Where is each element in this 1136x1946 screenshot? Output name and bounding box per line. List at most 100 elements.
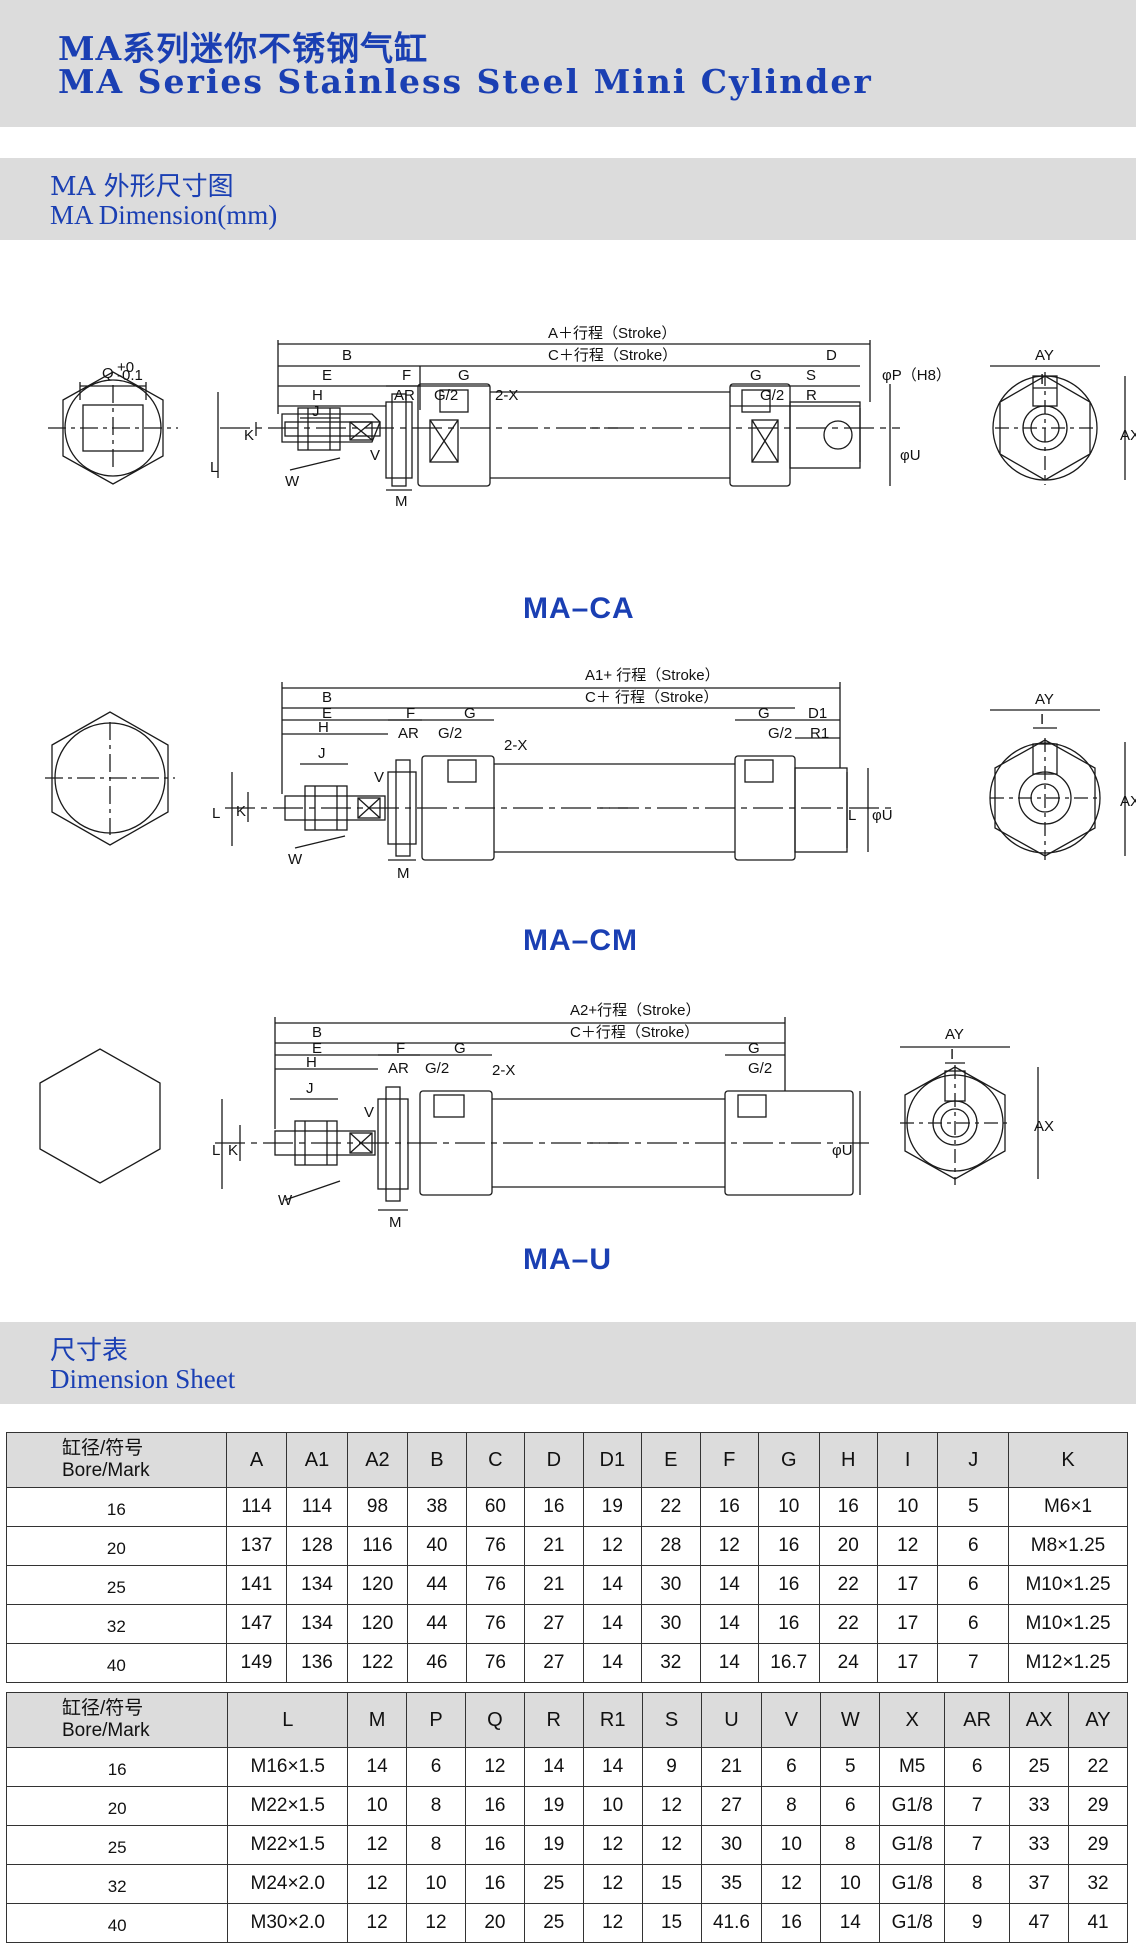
title-band (0, 0, 1136, 127)
cm-label-v: V (374, 769, 384, 786)
table-cell: M10×1.25 (1008, 1565, 1128, 1605)
u-label-k: K (228, 1142, 238, 1159)
column-header: A1 (286, 1432, 348, 1488)
u-label-e: E (312, 1040, 322, 1057)
cm-label-d1: D1 (808, 705, 827, 722)
table-cell: 27 (700, 1786, 763, 1826)
ca-rod-nut (297, 407, 341, 451)
table-cell: 16.7 (758, 1643, 820, 1683)
ca-clevis (789, 401, 861, 469)
table-cell: 8 (944, 1864, 1011, 1904)
table-cell: G1/8 (879, 1825, 946, 1865)
table-cell: G1/8 (879, 1903, 946, 1943)
cm-label-ax: AX (1120, 793, 1136, 810)
table-cell: 9 (641, 1747, 702, 1787)
table-cell: 17 (876, 1565, 939, 1605)
ca-label-l: L (210, 459, 218, 476)
drawing-ma-ca: A＋行程（Stroke） C＋行程（Stroke） B D E F G G S … (48, 325, 1136, 510)
table-cell: 120 (346, 1565, 409, 1605)
bore-cell: 40 (6, 1643, 227, 1683)
table-cell: 6 (937, 1565, 1010, 1605)
column-header: K (1008, 1432, 1128, 1488)
table-cell: 16 (758, 1526, 820, 1566)
table-cell: 27 (524, 1604, 584, 1644)
table-cell: M30×2.0 (227, 1903, 349, 1943)
table-cell: 8 (406, 1825, 466, 1865)
column-header: G (758, 1432, 820, 1488)
bore-cell: 25 (5, 1825, 229, 1865)
table-cell: 6 (937, 1526, 1010, 1566)
column-header: Q (464, 1692, 525, 1748)
table-cell: 19 (582, 1487, 643, 1527)
drawing-ma-u: A2+行程（Stroke） C＋行程（Stroke） B E H F G G A… (39, 1002, 1054, 1231)
table-cell: 137 (225, 1526, 288, 1566)
table-cell: 24 (818, 1643, 878, 1683)
cm-label-r1: R1 (810, 725, 829, 742)
table-cell: 47 (1009, 1903, 1070, 1943)
column-header: AY (1068, 1692, 1128, 1748)
u-label-a2: A2+行程（Stroke） (570, 1002, 700, 1019)
ca-label-f: F (402, 367, 411, 384)
cm-label-i: I (1040, 711, 1044, 728)
u-label-f: F (396, 1040, 405, 1057)
table-cell: G1/8 (879, 1864, 946, 1904)
table-cell: 33 (1009, 1825, 1070, 1865)
table-cell: 14 (699, 1604, 760, 1644)
u-label-g-half-rear: G/2 (748, 1060, 772, 1077)
table-cell: 76 (465, 1604, 526, 1644)
table-cell: 22 (641, 1487, 701, 1527)
table-cell: 30 (700, 1825, 763, 1865)
u-label-w: W (278, 1192, 293, 1209)
table-cell: 9 (944, 1903, 1011, 1943)
u-label-c: C＋行程（Stroke） (570, 1024, 699, 1041)
column-header: D (524, 1432, 584, 1488)
ca-mount-nut (385, 401, 413, 479)
table-cell: 19 (523, 1825, 584, 1865)
ca-front-cover (417, 383, 491, 487)
table-cell: 16 (761, 1903, 822, 1943)
table-cell: 44 (407, 1565, 467, 1605)
table-cell: 25 (1009, 1747, 1070, 1787)
table-cell: 6 (944, 1747, 1011, 1787)
column-header: W (820, 1692, 881, 1748)
table-cell: M16×1.5 (227, 1747, 349, 1787)
ca-label-h: H (312, 387, 323, 404)
ca-label-d: D (826, 347, 837, 364)
page-title-cn: MA系列迷你不锈钢气缸 (58, 29, 429, 68)
cm-label-c: C＋ 行程（Stroke） (585, 689, 718, 706)
ca-label-p: φP（H8） (882, 367, 951, 384)
table-cell: 41 (1068, 1903, 1128, 1943)
ca-label-g-half-rear: G/2 (760, 387, 784, 404)
table-cell: 147 (225, 1604, 288, 1644)
column-header: U (700, 1692, 763, 1748)
table-cell: 7 (944, 1825, 1011, 1865)
table-cell: 37 (1009, 1864, 1070, 1904)
table-cell: 22 (818, 1604, 878, 1644)
bore-cell: 32 (5, 1864, 229, 1904)
column-header: AR (944, 1692, 1011, 1748)
table-cell: M22×1.5 (227, 1786, 349, 1826)
ca-dimension-labels: A＋行程（Stroke） C＋行程（Stroke） B D E F G G S … (102, 325, 1136, 510)
u-label-ax: AX (1034, 1118, 1054, 1135)
table-cell: 134 (286, 1565, 348, 1605)
table-cell: M10×1.25 (1008, 1604, 1128, 1644)
table-cell: 14 (582, 1747, 643, 1787)
table-cell: 21 (524, 1565, 584, 1605)
table-cell: 25 (523, 1903, 584, 1943)
table-cell: 12 (641, 1786, 702, 1826)
ca-label-j: J (312, 403, 320, 420)
u-label-j: J (306, 1080, 314, 1097)
table-cell: 12 (699, 1526, 760, 1566)
ca-piston-rod (284, 421, 381, 437)
ca-label-c: C＋行程（Stroke） (548, 347, 677, 364)
ca-label-q-tol-up: +0 (117, 359, 134, 376)
table-cell: 12 (347, 1903, 408, 1943)
table-cell: 10 (758, 1487, 820, 1527)
table-cell: 116 (346, 1526, 409, 1566)
table-cell: 8 (820, 1825, 881, 1865)
